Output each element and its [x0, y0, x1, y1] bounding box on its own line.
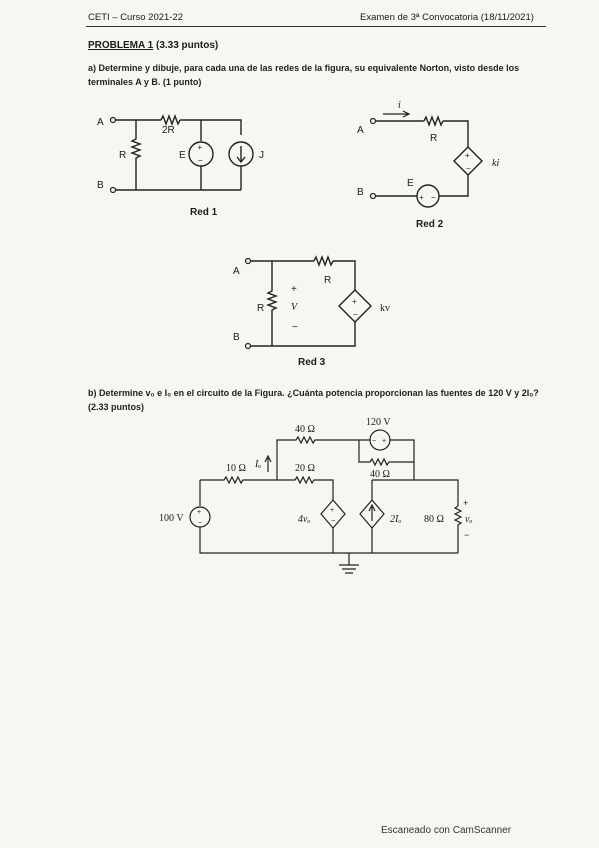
- red3-label-r-top: R: [324, 275, 331, 286]
- red2-e-plus: +: [419, 193, 424, 202]
- circuit-b-label-80: 80 Ω: [424, 514, 444, 525]
- circuit-b-label-40-top: 40 Ω: [295, 424, 315, 435]
- red3-v-minus: −: [292, 322, 298, 333]
- red2-e-minus: −: [431, 193, 436, 202]
- red2-resistor-r: [423, 115, 444, 127]
- red3-terminal-b: B: [233, 332, 240, 343]
- red2-wire: [439, 175, 469, 197]
- red2-dep-plus: +: [465, 151, 470, 160]
- circuit-b-label-100v: 100 V: [159, 513, 184, 524]
- red2-label-ki: ki: [492, 158, 499, 169]
- circuit-b-wire: [413, 462, 459, 506]
- circuit-b-label-120v: 120 V: [366, 417, 391, 428]
- red2-wire: [443, 120, 469, 147]
- red3-terminal-a-node: [244, 257, 252, 265]
- red1-circuit: A 2R R + − E J B Red 1: [97, 114, 264, 218]
- red2-label-i: i: [398, 100, 401, 111]
- scanner-watermark: Escaneado con CamScanner: [381, 825, 512, 836]
- circuit-b-label-2i0: 2Iₒ: [390, 514, 401, 525]
- red3-resistor-r-shunt: [266, 261, 278, 346]
- circuit-b-resistor-10: [200, 475, 277, 485]
- circuit-b: + − 100 V 10 Ω Iₒ 40 Ω − + 120 V 40 Ω: [159, 417, 472, 574]
- problem-title-label: PROBLEMA 1: [88, 40, 154, 51]
- red3-v-plus: +: [291, 284, 297, 295]
- circuit-b-100v-minus: −: [198, 520, 202, 527]
- circuit-b-wire: [371, 479, 414, 553]
- red3-resistor-r-top: [313, 255, 334, 267]
- circuit-b-resistor-80: [453, 505, 463, 553]
- red3-label-v: V: [291, 302, 299, 313]
- red2-terminal-b: B: [357, 187, 364, 198]
- red2-label-e: E: [407, 178, 414, 189]
- red1-wire: [180, 119, 242, 135]
- circuit-b-wire: [359, 439, 415, 462]
- circuit-b-i0-arrow-icon: [264, 454, 272, 472]
- ground-icon: [339, 553, 359, 574]
- red2-current-arrow-icon: [383, 110, 411, 118]
- red1-label-e: E: [179, 150, 186, 161]
- red1-terminal-b-node: [109, 186, 117, 194]
- circuit-b-label-10: 10 Ω: [226, 463, 246, 474]
- circuit-b-100v-plus: +: [197, 509, 201, 516]
- part-b-statement: b) Determine v₀ e I₀ en el circuito de l…: [88, 388, 539, 412]
- red3-dep-plus: +: [352, 297, 357, 306]
- red2-label-r: R: [430, 133, 437, 144]
- red3-label-kv: kv: [380, 303, 390, 314]
- red3-wire: [333, 260, 356, 290]
- circuit-b-label-40-mid: 40 Ω: [370, 469, 390, 480]
- red1-e-plus: +: [198, 143, 203, 152]
- red1-resistor-r: [130, 120, 142, 190]
- red3-wire: [250, 322, 356, 347]
- red1-resistor-2r: [160, 114, 181, 126]
- red3-caption: Red 3: [298, 357, 326, 368]
- circuit-b-bottom-wire: [199, 527, 458, 554]
- red2-terminal-a-node: [369, 117, 377, 125]
- circuit-b-label-i0: Iₒ: [254, 459, 261, 470]
- red1-terminal-a-node: [109, 116, 117, 124]
- red3-label-r-shunt: R: [257, 303, 264, 314]
- circuit-b-resistor-20: [277, 475, 334, 500]
- red1-label-r: R: [119, 150, 126, 161]
- header-exam-date: Examen de 3ª Convocatoria (18/11/2021): [360, 12, 534, 23]
- red1-terminal-b: B: [97, 180, 104, 191]
- problem-points: (3.33 puntos): [155, 40, 219, 51]
- red1-caption: Red 1: [190, 207, 218, 218]
- circuit-b-resistor-40-mid: [358, 440, 414, 467]
- red1-e-minus: −: [198, 156, 203, 165]
- circuit-b-v0-plus: +: [463, 498, 468, 508]
- red2-terminal-a: A: [357, 125, 364, 136]
- header-course: CETI – Curso 2021-22: [88, 12, 184, 23]
- red2-caption: Red 2: [416, 219, 444, 230]
- red2-circuit: A i R + − ki + − E B Red 2: [357, 100, 499, 230]
- circuit-b-label-v0: vₒ: [465, 514, 472, 525]
- red1-arrow-down-icon: [236, 146, 246, 164]
- circuit-b-label-4v0: 4vₒ: [298, 514, 310, 525]
- circuit-b-resistor-40-top: [276, 435, 359, 480]
- circuit-b-v0-minus: −: [464, 530, 469, 540]
- red3-terminal-a: A: [233, 266, 240, 277]
- red1-terminal-a: A: [97, 117, 104, 128]
- red3-circuit: A R R + V − + − kv B Red 3: [233, 255, 390, 368]
- circuit-b-label-20: 20 Ω: [295, 463, 315, 474]
- circuit-b-120v-plus: +: [382, 438, 386, 445]
- red3-terminal-b-node: [244, 342, 252, 350]
- circuit-b-2i0-arrow-icon: [368, 503, 376, 521]
- red1-label-2r: 2R: [162, 125, 175, 136]
- red3-dep-minus: −: [353, 310, 358, 319]
- header-rule: [86, 26, 546, 27]
- problem-title: PROBLEMA 1 (3.33 puntos): [88, 40, 218, 51]
- circuit-b-dependent-current-2i0: [359, 480, 385, 529]
- red1-label-j: J: [259, 150, 264, 161]
- circuit-b-4v0-plus: +: [330, 507, 334, 514]
- red2-terminal-b-node: [369, 192, 377, 200]
- part-a-statement: a) Determine y dibuje, para cada una de …: [88, 63, 520, 87]
- circuit-b-4v0-minus: −: [331, 518, 335, 525]
- red2-dep-minus: −: [466, 164, 471, 173]
- circuit-b-120v-minus: −: [372, 438, 376, 445]
